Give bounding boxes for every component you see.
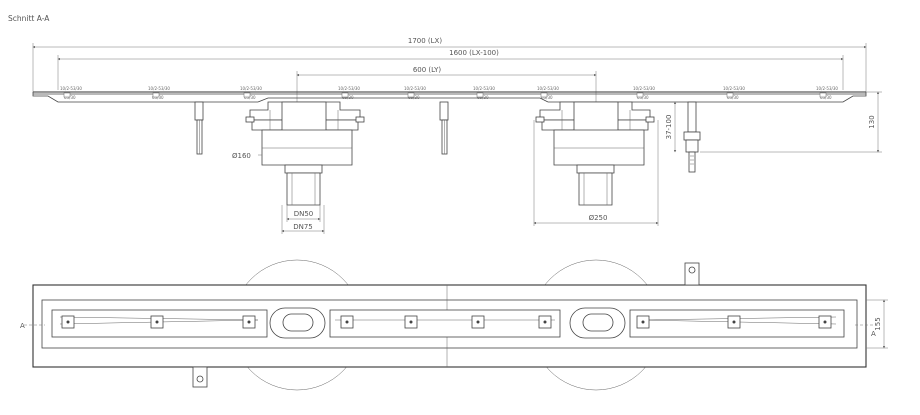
leveling-foot-label: 10/2-53/30 (633, 86, 655, 91)
dimension-dn75: DN75 (281, 205, 325, 234)
dimension-plan-width: 155 (866, 299, 888, 349)
dimension-diameter-large: Ø250 (533, 120, 659, 226)
dimension-dn75-label: DN75 (293, 223, 313, 231)
leveling-foot-sublabel: 63/30 (342, 95, 354, 100)
leveling-foot-sublabel: 63/30 (820, 95, 832, 100)
dimension-plan-width-label: 155 (874, 317, 882, 330)
plan-view (32, 259, 867, 391)
dimension-diameter-small: Ø160 (232, 152, 262, 160)
dimension-overall: 1700 (LX) (32, 37, 867, 92)
dimension-drain-spacing: 600 (LY) (296, 66, 597, 102)
leveling-foot-sublabel: 63/30 (637, 95, 649, 100)
dimension-drain-spacing-label: 600 (LY) (413, 66, 442, 74)
drain-body-left (245, 101, 365, 206)
leveling-foot-sublabel: 63/30 (64, 95, 76, 100)
dimension-height-total: 130 (700, 91, 882, 153)
leveling-foot-label: 10/2-53/30 (723, 86, 745, 91)
leveling-foot-sublabel: 63/30 (152, 95, 164, 100)
support-leg-center (439, 101, 449, 155)
section-title: Schnitt A-A (8, 14, 50, 23)
support-leg-right (683, 101, 701, 173)
dimension-inner: 1600 (LX-100) (57, 49, 844, 90)
leveling-foot-sublabel: 63/30 (244, 95, 256, 100)
dimension-height-range: 37-100 (665, 101, 677, 153)
support-leg-left (194, 101, 204, 155)
leveling-foot-label: 10/2-53/30 (473, 86, 495, 91)
dimension-height-total-label: 130 (868, 115, 876, 128)
leveling-foot-sublabel: 63/30 (408, 95, 420, 100)
leveling-foot-label: 10/2-53/30 (60, 86, 82, 91)
leveling-foot-label: 10/2-53/30 (537, 86, 559, 91)
grate-clips (61, 315, 832, 329)
dimension-dn50: DN50 (286, 205, 321, 222)
leveling-foot-label: 10/2-53/30 (240, 86, 262, 91)
section-marker-right-label: A (871, 330, 876, 338)
leveling-foot-labels: 10/2-53/30 10/2-53/30 10/2-53/30 10/2-53… (60, 86, 838, 100)
leveling-foot-label: 10/2-53/30 (148, 86, 170, 91)
dimension-overall-label: 1700 (LX) (408, 37, 442, 45)
dimension-inner-label: 1600 (LX-100) (449, 49, 499, 57)
dimension-height-range-label: 37-100 (665, 115, 673, 140)
leveling-foot-sublabel: 63/30 (477, 95, 489, 100)
section-marker-right: A (855, 324, 876, 338)
drain-body-right (535, 101, 655, 206)
leveling-foot-label: 10/2-53/30 (338, 86, 360, 91)
leveling-foot-label: 10/2-53/30 (404, 86, 426, 91)
leveling-foot-sublabel: 63/30 (541, 95, 553, 100)
dimension-diameter-large-label: Ø250 (589, 214, 608, 222)
leveling-feet (63, 92, 827, 98)
leveling-foot-label: 10/2-53/30 (816, 86, 838, 91)
section-marker-left-label: A (20, 322, 25, 330)
dimension-diameter-small-label: Ø160 (232, 152, 251, 160)
leveling-foot-sublabel: 63/30 (727, 95, 739, 100)
section-marker-left: A (20, 322, 45, 330)
dimension-dn50-label: DN50 (294, 210, 314, 218)
